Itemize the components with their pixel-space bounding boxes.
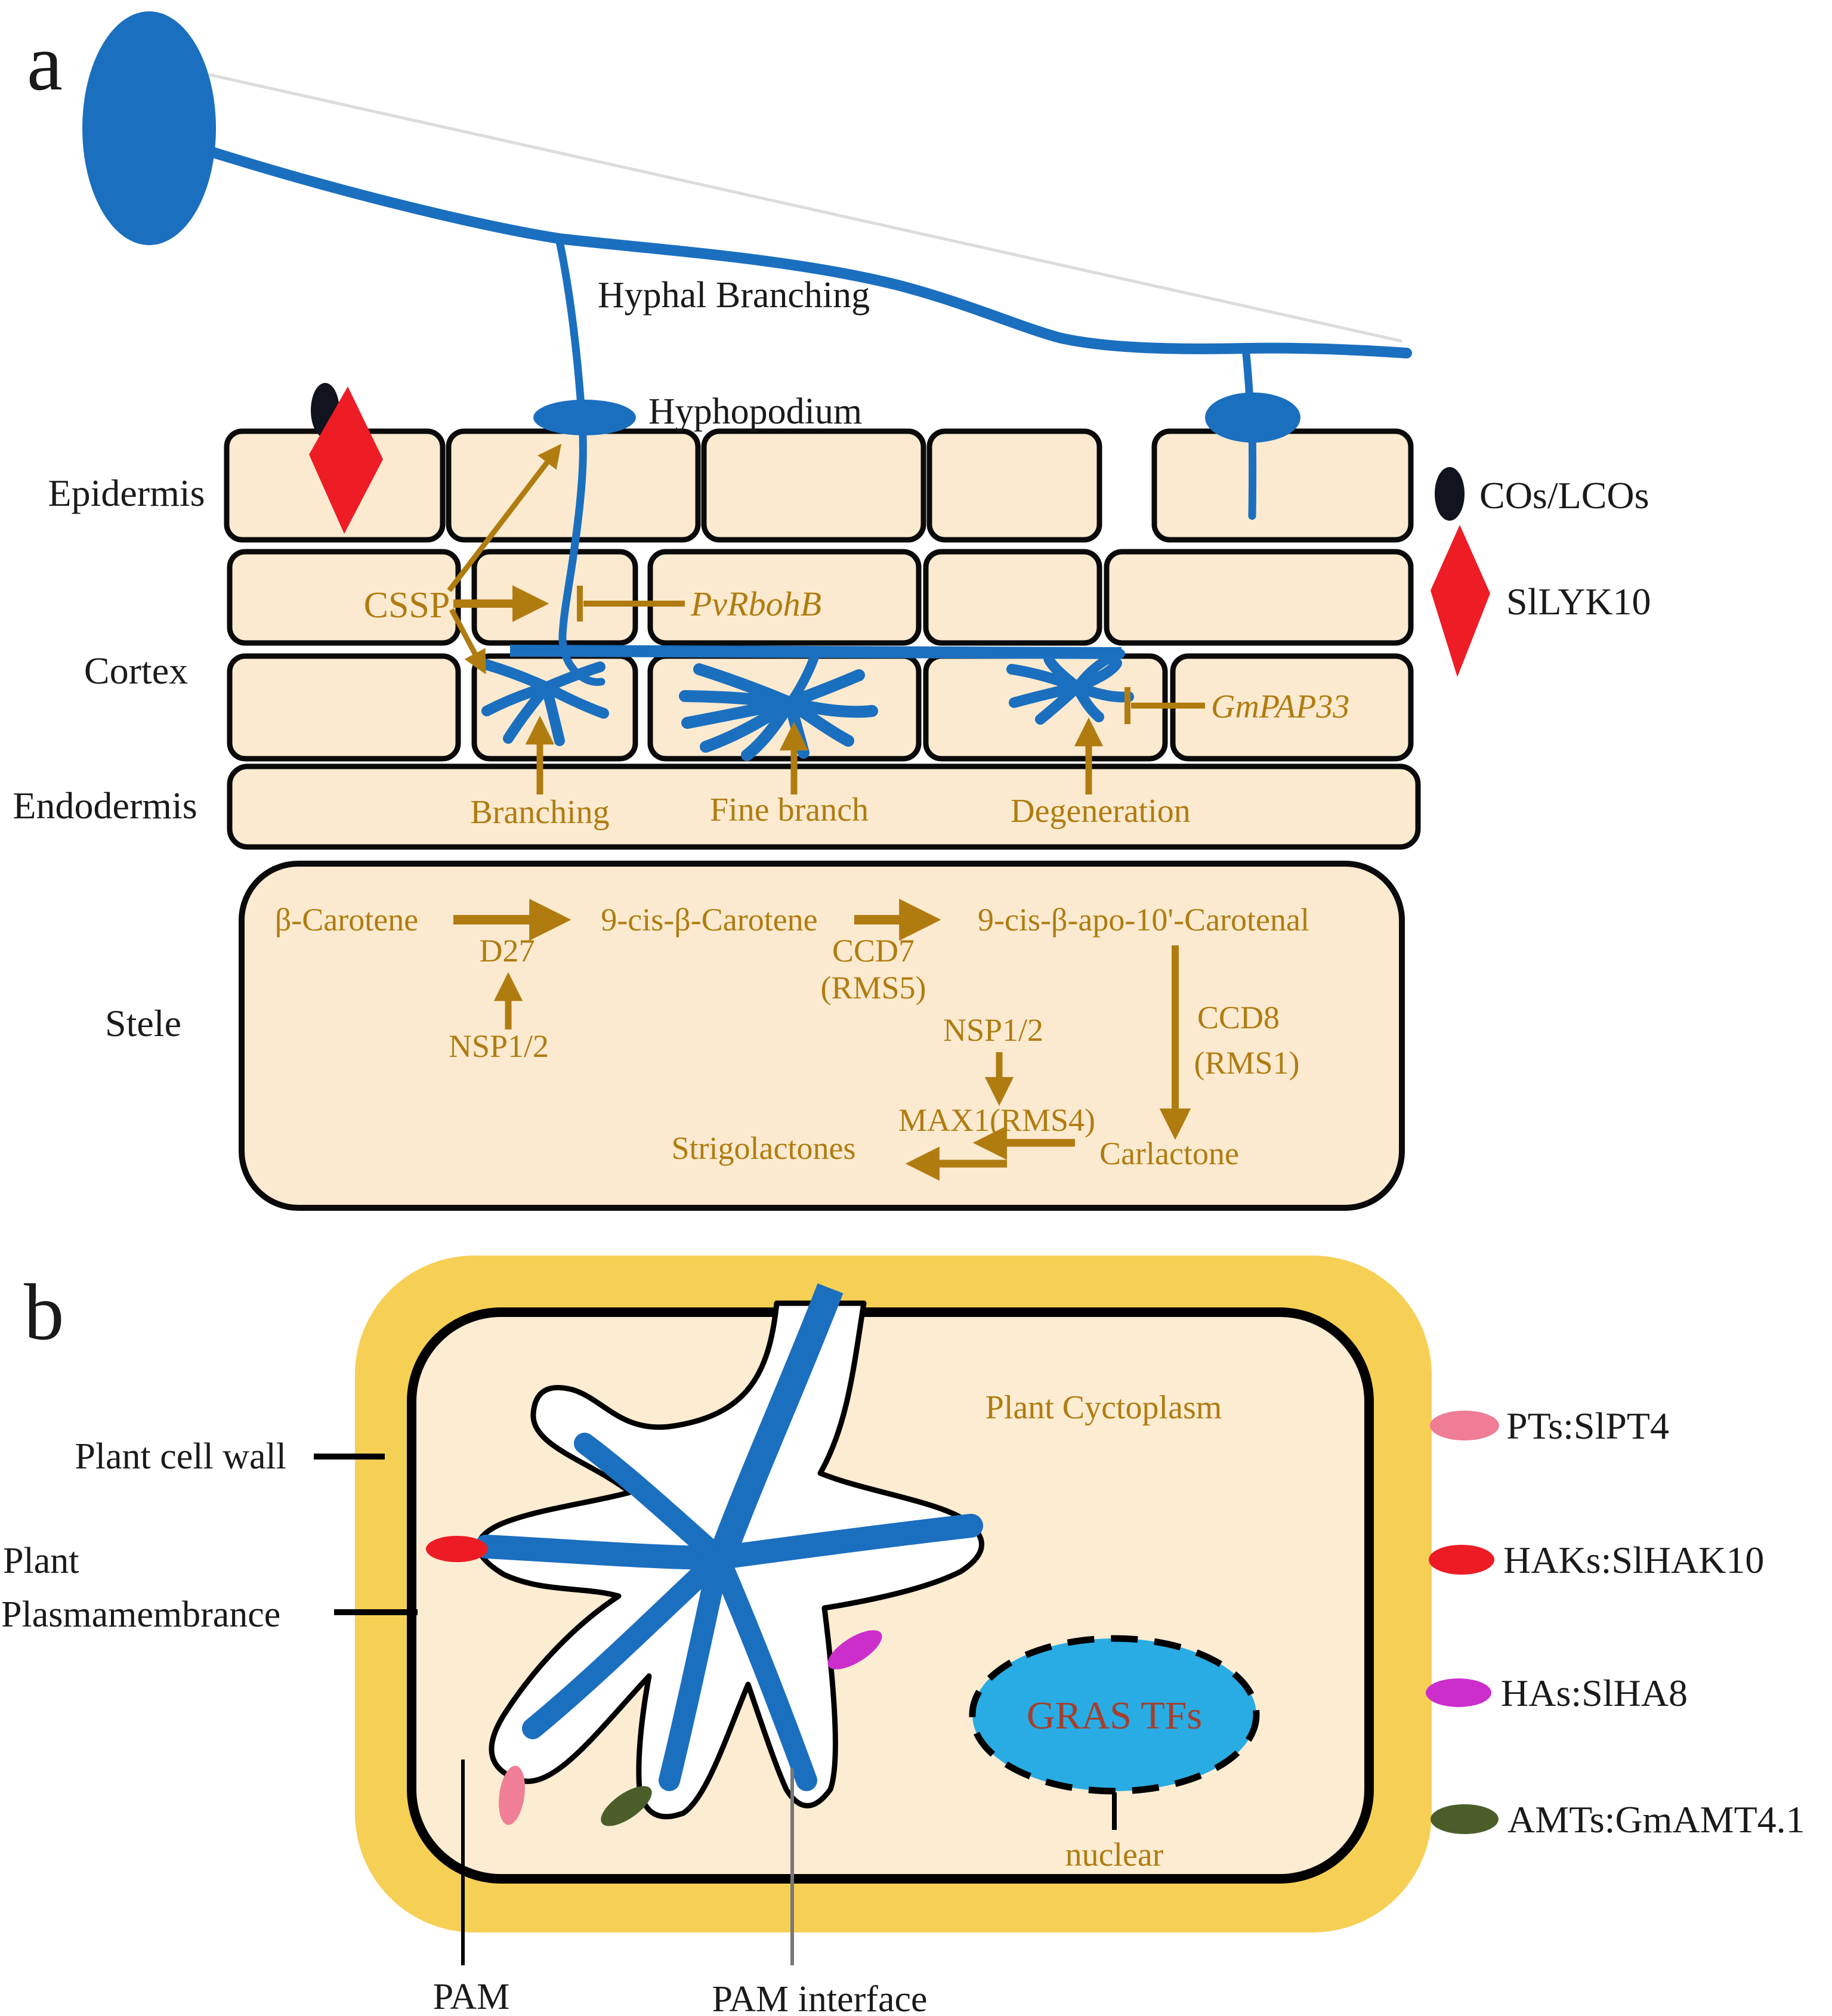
degeneration-label: Degeneration [1011, 793, 1191, 830]
epidermis-cell [1151, 428, 1414, 543]
hyphopodium-label: Hyphopodium [648, 391, 862, 432]
legend-cos-lcos-oval [1435, 467, 1465, 521]
trunk-lower-left [522, 1547, 730, 1739]
cortex-cell [227, 653, 461, 762]
trunk-right [707, 1514, 983, 1570]
legend-amt-label: AMTs:GmAMT4.1 [1507, 1798, 1805, 1841]
epidermis-cell [926, 428, 1102, 543]
penetrating-hypha-1-lower [558, 401, 605, 686]
cssp-down-arrow [449, 608, 486, 675]
plant-cytoplasm-label: Plant Cyctoplasm [985, 1389, 1222, 1426]
gras-tfs-label: GRAS TFs [1027, 1694, 1202, 1737]
nuclear-label: nuclear [1065, 1836, 1164, 1873]
legend-pt-ellipse [1430, 1411, 1499, 1440]
layer-epidermis-label: Epidermis [48, 472, 205, 514]
legend-cos-lcos-label: COs/LCOs [1479, 474, 1649, 517]
pvrbohb-label: PvRbohB [690, 585, 821, 623]
cssp-label: CSSP [364, 585, 450, 626]
epidermis-cell [446, 428, 701, 543]
max1-label: MAX1(RMS4) [898, 1102, 1095, 1138]
panel-b-label: b [24, 1268, 64, 1357]
endodermis-cell [227, 763, 1421, 850]
branching-label: Branching [470, 794, 609, 831]
legend-slyk10-label: SlLYK10 [1506, 580, 1651, 623]
trunk-main [709, 1283, 844, 1562]
legend-amt-ellipse [1431, 1804, 1499, 1834]
fungal-spore [82, 11, 216, 245]
cortex-cell [923, 549, 1102, 646]
d27-label: D27 [480, 933, 535, 969]
cortex-cell [1104, 549, 1414, 646]
amt-transporter [601, 1786, 652, 1826]
layer-cortex-label: Cortex [84, 650, 188, 692]
carotenal-label: 9-cis-β-apo-10'-Carotenal [978, 902, 1309, 938]
layer-endodermis-label: Endodermis [13, 784, 197, 827]
gmpap33-label: GmPAP33 [1211, 688, 1349, 725]
fine-branch-label: Fine branch [710, 791, 869, 828]
pam-interface-label: PAM interface [712, 1979, 927, 2016]
epidermis-cell [701, 428, 926, 543]
legend-hak-label: HAKs:SlHAK10 [1503, 1539, 1764, 1581]
cortex-cell [227, 549, 461, 646]
hyphopodium-shape-2 [1205, 392, 1300, 443]
layer-stele-label: Stele [105, 1002, 181, 1044]
rms1-label: (RMS1) [1194, 1045, 1299, 1081]
carlactone-label: Carlactone [1099, 1136, 1239, 1171]
trunk-upper-left [574, 1433, 730, 1569]
arbuscule-b-trunks [474, 1283, 983, 1791]
plant-cell-wall-label: Plant cell wall [75, 1436, 286, 1477]
cssp-to-hyphopodium-arrow [447, 444, 562, 592]
plasmamembrance-label-line2: Plasmamembrance [1, 1594, 280, 1635]
trunk-bottom [659, 1547, 730, 1791]
nsp12-left-label: NSP1/2 [449, 1028, 549, 1064]
arbuscule-fine-branch [679, 663, 878, 761]
cortex-cell [647, 549, 922, 646]
beta-carotene-label: β-Carotene [275, 902, 418, 938]
nine-cis-carotene-label: 9-cis-β-Carotene [601, 902, 817, 938]
hyphal-branching-label: Hyphal Branching [598, 275, 870, 316]
golden-connectors [447, 444, 1205, 1181]
hak-transporter [426, 1536, 488, 1562]
panel-a-label: a [27, 18, 63, 107]
rms5-label: (RMS5) [820, 970, 926, 1006]
legend-hak-ellipse [1429, 1545, 1494, 1575]
legend-pt-label: PTs:SlPT4 [1506, 1405, 1669, 1447]
ccd8-label: CCD8 [1197, 1000, 1280, 1035]
legend-ha-ellipse [1426, 1678, 1491, 1707]
trunk-left [474, 1535, 731, 1570]
legend-ha-label: HAs:SlHA8 [1501, 1672, 1688, 1714]
strigolactones-label: Strigolactones [672, 1130, 856, 1166]
ccd7-label: CCD7 [832, 933, 915, 969]
pam-label: PAM [433, 1977, 510, 2016]
stele-box [239, 861, 1405, 1211]
legend-slyk10-diamond [1431, 525, 1490, 677]
nsp12-right-label: NSP1/2 [943, 1012, 1043, 1048]
hyphopodium-shape-1 [533, 400, 636, 435]
cortex-cell [471, 549, 638, 646]
main-hypha [197, 144, 1412, 358]
pt-transporter [499, 1765, 525, 1825]
slyk10-diamond [309, 386, 383, 534]
nucleus-gras-ellipse [969, 1635, 1260, 1795]
ha-transporter [827, 1630, 882, 1669]
hypha-shadow-line [208, 73, 1402, 343]
trunk-bottom-right [708, 1547, 817, 1791]
epidermis-row [224, 428, 1414, 543]
plasmamembrance-label-line1: Plant [3, 1541, 79, 1581]
